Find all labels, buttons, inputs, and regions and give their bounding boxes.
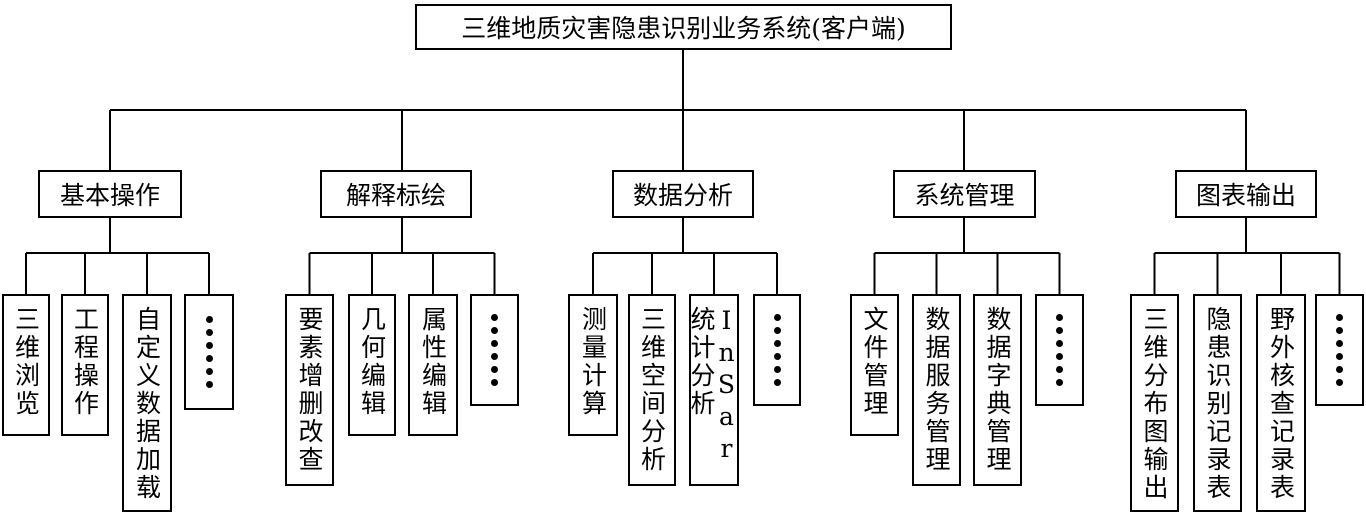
ellipsis-dot — [1056, 353, 1063, 360]
leaf-label: 工程操作 — [70, 306, 100, 418]
leaf-node: 隐患识别记录表 — [1193, 294, 1242, 512]
leaf-node: 要素增删改查 — [285, 294, 334, 486]
leaf-node: 野外核查记录表 — [1256, 294, 1306, 512]
ellipsis-dot — [773, 353, 781, 360]
leaf-label: 几何编辑 — [357, 306, 387, 418]
leaf-node: 文件管理 — [850, 294, 899, 436]
leaf-label: 三维浏览 — [11, 306, 41, 418]
ellipsis-dot — [1056, 327, 1063, 334]
ellipsis-dot — [773, 366, 781, 373]
ellipsis-dot — [205, 316, 213, 323]
leaf-label: 隐患识别记录表 — [1203, 306, 1232, 502]
ellipsis-dot — [205, 381, 213, 388]
ellipsis-dot — [773, 327, 781, 334]
ellipsis-dot — [205, 368, 213, 375]
leaf-label: 三维空间分析 — [637, 306, 667, 474]
ellipsis-dot — [491, 314, 498, 321]
ellipsis-dots — [491, 314, 498, 386]
leaf-node: 数据字典管理 — [973, 294, 1022, 486]
leaf-node: 自定义数据加载 — [122, 294, 172, 512]
ellipsis-dot — [491, 340, 498, 347]
leaf-node: 几何编辑 — [348, 294, 396, 436]
ellipsis-dot — [1336, 314, 1343, 321]
category-node: 数据分析 — [612, 170, 754, 218]
category-node: 系统管理 — [893, 170, 1036, 218]
leaf-label: 文件管理 — [860, 306, 889, 418]
ellipsis-dot — [1336, 366, 1343, 373]
ellipsis-dot — [205, 355, 213, 362]
ellipsis-dot — [1336, 353, 1343, 360]
leaf-node: 工程操作 — [61, 294, 109, 436]
ellipsis-dot — [491, 379, 498, 386]
ellipsis-dot — [1056, 314, 1063, 321]
leaf-label: 要素增删改查 — [295, 306, 324, 474]
leaf-label: 测量计算 — [578, 306, 608, 418]
ellipsis-dots — [773, 314, 781, 386]
ellipsis-dot — [1336, 379, 1343, 386]
category-node: 图表输出 — [1175, 170, 1317, 218]
leaf-node: 数据服务管理 — [912, 294, 961, 486]
leaf-node: 三维空间分析 — [628, 294, 676, 486]
ellipsis-dot — [773, 314, 781, 321]
ellipsis-node — [753, 294, 801, 406]
ellipsis-node — [184, 294, 234, 410]
category-node: 基本操作 — [38, 170, 182, 218]
ellipsis-dot — [205, 342, 213, 349]
ellipsis-dot — [1056, 340, 1063, 347]
ellipsis-dot — [491, 366, 498, 373]
ellipsis-dots — [1336, 314, 1343, 386]
leaf-node: 属性编辑 — [408, 294, 458, 436]
ellipsis-dot — [1056, 379, 1063, 386]
leaf-node: 三维浏览 — [2, 294, 50, 436]
leaf-node: InSar统计分析 — [687, 294, 741, 486]
leaf-label: 自定义数据加载 — [132, 306, 162, 502]
leaf-label: 数据服务管理 — [922, 306, 951, 474]
leaf-label: 三维分布图输出 — [1140, 306, 1169, 502]
leaf-label: 野外核查记录表 — [1266, 306, 1296, 502]
leaf-label: InSar统计分析 — [687, 306, 741, 466]
ellipsis-dots — [1056, 314, 1063, 386]
ellipsis-node — [470, 294, 519, 406]
category-node: 解释标绘 — [320, 170, 472, 218]
ellipsis-dot — [773, 340, 781, 347]
leaf-label: 数据字典管理 — [983, 306, 1012, 474]
ellipsis-dot — [205, 329, 213, 336]
ellipsis-dot — [491, 353, 498, 360]
ellipsis-node — [1035, 294, 1084, 406]
leaf-node: 测量计算 — [568, 294, 618, 436]
root-node: 三维地质灾害隐患识别业务系统(客户端) — [415, 4, 952, 50]
ellipsis-dot — [491, 327, 498, 334]
ellipsis-dot — [1056, 366, 1063, 373]
ellipsis-dot — [1336, 327, 1343, 334]
ellipsis-dots — [205, 316, 213, 388]
ellipsis-dot — [1336, 340, 1343, 347]
leaf-label: 属性编辑 — [418, 306, 448, 418]
leaf-node: 三维分布图输出 — [1130, 294, 1179, 512]
ellipsis-node — [1315, 294, 1364, 406]
ellipsis-dot — [773, 379, 781, 386]
